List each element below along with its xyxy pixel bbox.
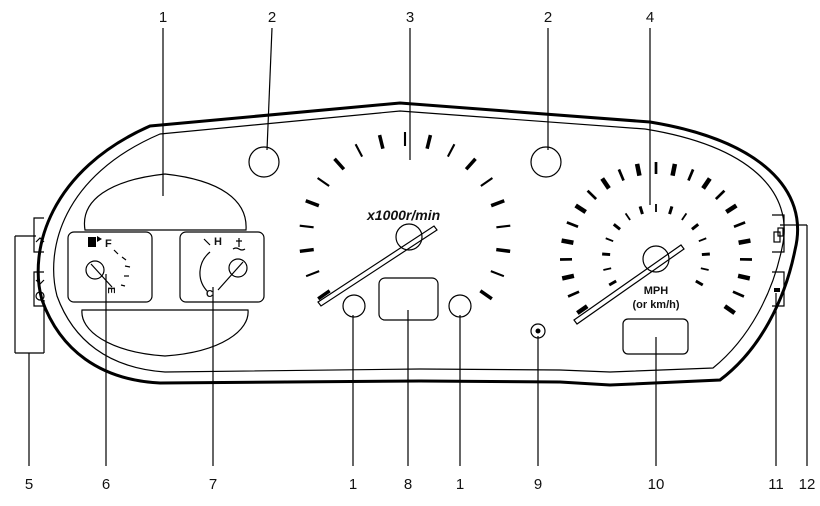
warning-light-lower-left [343,295,365,317]
speedometer-inner-tick [702,254,710,255]
speedometer-outer-tick [637,164,639,176]
speedometer-outer-tick [733,292,744,297]
speedometer-outer-tick [619,169,624,180]
temp-gauge: H C [200,236,247,300]
speedometer-inner-tick [692,224,698,229]
speedometer-outer-tick [739,241,751,243]
speedometer-inner-tick [640,206,642,214]
tachometer-tick [356,144,363,156]
speedometer-inner-tick [603,268,611,270]
temp-hot-label: H [214,236,222,248]
temp-cold-label: C [206,289,213,300]
speedometer-outer-tick [568,292,579,297]
speedometer-outer-tick [576,205,586,212]
callout-2-left: 2 [268,9,276,26]
callout-10: 10 [648,476,665,493]
left-gauge-panel [68,174,264,356]
callout-8: 8 [404,476,412,493]
speedometer-outer-tick [716,191,725,199]
fuel-empty-label: E [105,287,116,294]
tachometer-tick [496,226,510,228]
tachometer-tick [380,135,383,149]
callout-11: 11 [768,476,784,493]
callout-5: 5 [25,476,33,493]
callout-1-bottom-right: 1 [456,476,464,493]
speed-unit-mph: MPH [644,285,669,297]
coolant-temp-icon [233,238,245,250]
speedometer-inner-tick [699,238,706,241]
speedometer-outer-tick [688,169,693,180]
tachometer-tick [335,159,344,169]
callout-6: 6 [102,476,110,493]
tachometer-needle [318,226,437,306]
callout-1-bottom-left: 1 [349,476,357,493]
tachometer-tick [300,226,314,228]
tachometer-tick [306,201,319,206]
speedometer-inner-tick [609,281,616,285]
tachometer-tick [306,271,319,276]
callout-1-top: 1 [159,9,167,26]
fuel-full-label: F [105,238,112,250]
tachometer-tick [481,178,493,186]
speedometer-inner-tick [606,238,613,241]
callout-3: 3 [406,9,414,26]
speedometer-outer-tick [562,241,574,243]
tachometer-tick [491,271,504,276]
callout-9: 9 [534,476,542,493]
speedometer-outer-tick [734,222,745,226]
temp-gauge-window [180,232,264,302]
tachometer-unit-label: x1000r/min [366,207,440,223]
tachometer-tick [480,291,491,299]
callout-2-right: 2 [544,9,552,26]
tachometer-tick [491,201,504,206]
tachometer-tick [448,144,455,156]
speedometer-outer-tick [673,164,675,176]
speedometer-inner-tick [682,213,687,220]
callout-12: 12 [799,476,816,493]
speedometer-outer-tick [588,191,597,199]
speedometer-outer-tick [703,178,710,188]
callout-4: 4 [646,9,654,26]
warning-light-lower-right [449,295,471,317]
speedometer-outer-tick [725,306,735,313]
fuel-gauge: F E [86,236,130,294]
indicator-light-left [249,147,279,177]
speed-unit-kmh: (or km/h) [632,299,679,311]
tachometer-tick [466,159,475,169]
speedometer-inner-tick [626,213,631,220]
speedometer-inner-tick [614,224,620,229]
callout-7: 7 [209,476,217,493]
tachometer-tick [300,250,314,252]
fuel-pump-icon [88,237,96,247]
speedometer-outer-tick [738,276,750,279]
speedometer-outer-tick [567,222,578,226]
speedometer-outer-tick [562,276,574,279]
speedometer-inner-tick [696,281,703,285]
speedometer-outer-tick [726,205,736,212]
speedometer-outer-tick [602,178,609,188]
indicator-light-right [531,147,561,177]
tachometer-tick [427,135,430,149]
fuel-needle-hub [86,261,104,279]
tachometer-tick [318,178,330,186]
speedometer-inner-tick [602,254,610,255]
speedometer-inner-tick [670,206,672,214]
tachometer-tick [496,250,510,252]
speedometer-inner-tick [701,268,709,270]
